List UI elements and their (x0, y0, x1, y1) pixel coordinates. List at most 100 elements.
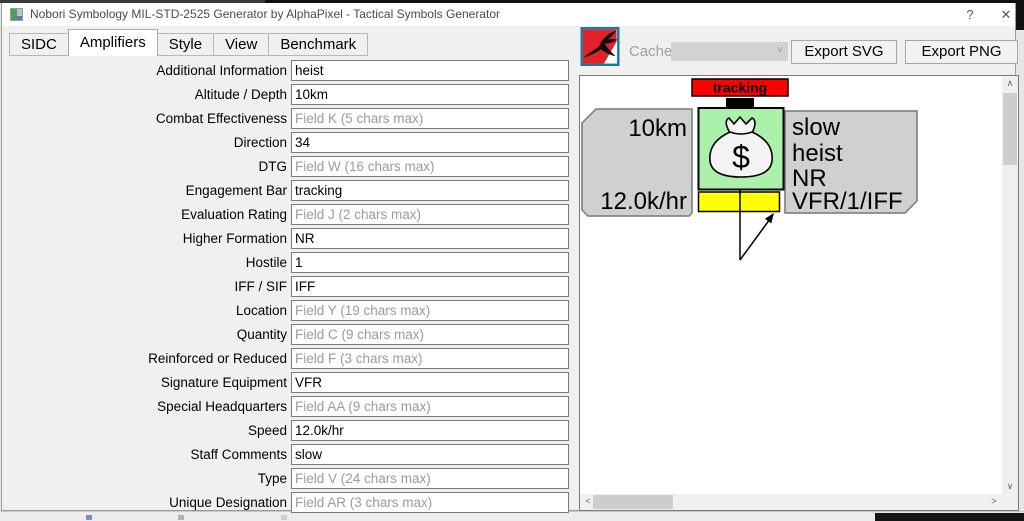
field-label: Direction (233, 135, 287, 150)
combined-fields-text: VFR/1/IFF (792, 188, 903, 215)
field-label: Evaluation Rating (181, 207, 287, 222)
export-svg-button[interactable]: Export SVG (791, 40, 897, 64)
field-label: Higher Formation (182, 231, 287, 246)
form-row: IFF / SIF (2, 276, 569, 297)
speed-text: 12.0k/hr (600, 188, 687, 215)
direction-arrow (739, 189, 774, 261)
tab-benchmark[interactable]: Benchmark (269, 33, 369, 56)
dollar-sign: $ (732, 139, 750, 175)
vertical-scrollbar[interactable]: ∧ ∨ (1002, 76, 1018, 494)
field-label: Staff Comments (190, 447, 287, 462)
field-input-speed[interactable] (291, 420, 569, 441)
form-row: Speed (2, 420, 569, 441)
field-label: Quantity (236, 327, 287, 342)
scroll-up-icon[interactable]: ∧ (1006, 78, 1014, 88)
form-row: Special Headquarters (2, 396, 569, 417)
engagement-bar-text: tracking (713, 80, 767, 96)
engagement-bar (691, 78, 789, 97)
form-row: Quantity (2, 324, 569, 345)
taskbar-icon-sliver (86, 515, 92, 520)
yellow-bar (697, 191, 781, 213)
taskbar-icon-sliver (281, 515, 287, 520)
field-label: Reinforced or Reduced (148, 351, 287, 366)
field-label: Speed (247, 423, 287, 438)
field-input-type[interactable] (291, 468, 569, 489)
altitude-text: 10km (628, 115, 687, 142)
form-row: Staff Comments (2, 444, 569, 465)
form-row: Reinforced or Reduced (2, 348, 569, 369)
field-label: Location (235, 303, 287, 318)
higher-formation-text: NR (792, 165, 827, 192)
form-row: Hostile (2, 252, 569, 273)
field-label: Hostile (245, 255, 287, 270)
field-input-reinforced-or-reduced[interactable] (291, 348, 569, 369)
form-row: Location (2, 300, 569, 321)
symbol-top-block (726, 98, 754, 109)
tab-sidc[interactable]: SIDC (9, 33, 69, 56)
form-row: Signature Equipment (2, 372, 569, 393)
field-label: Special Headquarters (157, 399, 287, 414)
field-input-unique-designation[interactable] (291, 492, 569, 513)
field-input-special-headquarters[interactable] (291, 396, 569, 417)
window-title: Nobori Symbology MIL-STD-2525 Generator … (30, 7, 500, 21)
field-input-quantity[interactable] (291, 324, 569, 345)
field-input-additional-information[interactable] (291, 60, 569, 81)
field-input-signature-equipment[interactable] (291, 372, 569, 393)
tab-amplifiers[interactable]: Amplifiers (67, 29, 158, 56)
background-window-edge-right (1016, 0, 1024, 30)
close-button[interactable]: ✕ (1000, 7, 1012, 22)
money-bag-icon: $ (709, 116, 773, 178)
additional-info-text: heist (792, 140, 843, 167)
tab-style[interactable]: Style (157, 33, 215, 56)
field-label: IFF / SIF (234, 279, 288, 294)
field-input-location[interactable] (291, 300, 569, 321)
form-row: Altitude / Depth (2, 84, 569, 105)
form-row: Type (2, 468, 569, 489)
cache-label: Cache (629, 43, 673, 60)
field-input-hostile[interactable] (291, 252, 569, 273)
symbol-preview-panel: tracking 10km 12.0k/hr slow heist NR VFR… (579, 75, 1019, 511)
field-input-combat-effectiveness[interactable] (291, 108, 569, 129)
form-row: Additional Information (2, 60, 569, 81)
tactical-symbol-graphic: tracking 10km 12.0k/hr slow heist NR VFR… (581, 78, 918, 261)
form-row: Unique Designation (2, 492, 569, 513)
chevron-down-icon: ˅ (777, 45, 783, 56)
form-row: Higher Formation (2, 228, 569, 249)
staff-comments-text: slow (792, 114, 841, 141)
field-input-higher-formation[interactable] (291, 228, 569, 249)
scroll-left-icon[interactable]: < (585, 496, 591, 506)
field-label: Type (257, 471, 287, 486)
help-button[interactable]: ? (966, 7, 974, 22)
field-label: Signature Equipment (160, 375, 287, 390)
left-amplifier-box (581, 108, 693, 217)
alphapixel-logo-icon (580, 27, 620, 66)
vertical-scroll-thumb[interactable] (1003, 93, 1017, 165)
form-row: DTG (2, 156, 569, 177)
form-row: Engagement Bar (2, 180, 569, 201)
tab-view[interactable]: View (214, 33, 270, 56)
app-icon (10, 8, 23, 21)
scroll-down-icon[interactable]: ∨ (1006, 481, 1014, 491)
right-amplifier-box (784, 110, 918, 214)
horizontal-scrollbar[interactable]: < > (580, 494, 1002, 510)
cache-dropdown[interactable]: ˅ (671, 42, 788, 61)
app-window: Nobori Symbology MIL-STD-2525 Generator … (1, 3, 1019, 513)
field-input-engagement-bar[interactable] (291, 180, 569, 201)
field-input-iff-sif[interactable] (291, 276, 569, 297)
export-png-button[interactable]: Export PNG (905, 40, 1018, 64)
field-input-evaluation-rating[interactable] (291, 204, 569, 225)
field-input-altitude-depth[interactable] (291, 84, 569, 105)
field-input-dtg[interactable] (291, 156, 569, 177)
title-bar: Nobori Symbology MIL-STD-2525 Generator … (2, 3, 1015, 26)
background-window-titlebar-sliver (265, 0, 1024, 4)
field-input-direction[interactable] (291, 132, 569, 153)
taskbar-icon-sliver (178, 515, 184, 520)
scrollbar-corner (1002, 494, 1018, 510)
taskbar-dark-segment (875, 513, 1024, 521)
horizontal-scroll-thumb[interactable] (593, 495, 673, 509)
field-input-staff-comments[interactable] (291, 444, 569, 465)
scroll-right-icon[interactable]: > (991, 496, 997, 506)
form-row: Evaluation Rating (2, 204, 569, 225)
